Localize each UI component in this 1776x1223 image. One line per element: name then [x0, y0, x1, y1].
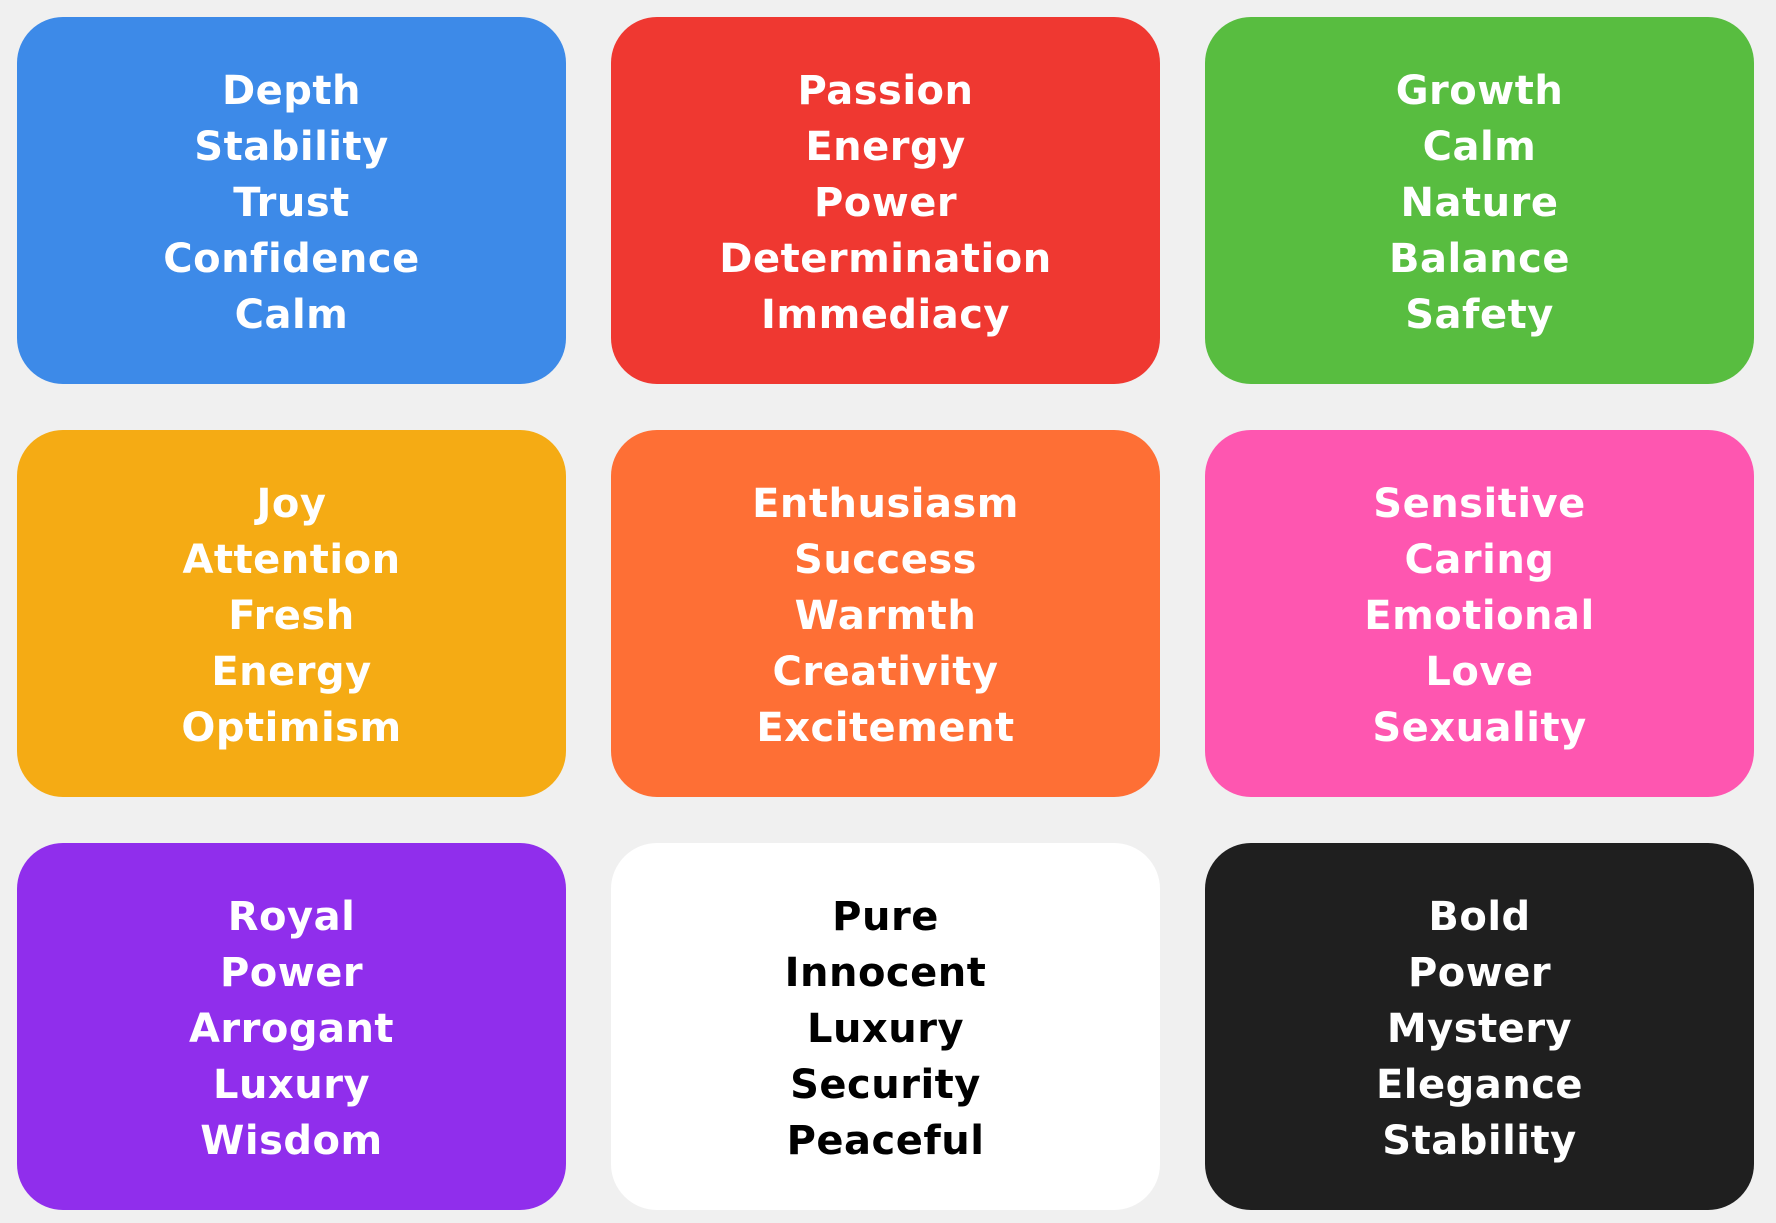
card-word: Stability: [1382, 1118, 1577, 1164]
card-word: Creativity: [772, 649, 999, 695]
card-word: Royal: [227, 894, 356, 940]
card-word: Bold: [1428, 894, 1531, 940]
card-word: Passion: [797, 68, 974, 114]
card-word: Power: [813, 180, 958, 226]
card-word: Love: [1425, 649, 1534, 695]
card-word: Calm: [234, 292, 349, 338]
card-word: Innocent: [784, 950, 987, 996]
card-white: Pure Innocent Luxury Security Peaceful: [611, 843, 1160, 1210]
card-yellow: Joy Attention Fresh Energy Optimism: [17, 430, 566, 797]
card-word: Safety: [1405, 292, 1554, 338]
card-word: Success: [794, 537, 977, 583]
card-word: Pure: [832, 894, 939, 940]
card-word: Caring: [1404, 537, 1555, 583]
card-word: Sexuality: [1372, 705, 1587, 751]
card-word: Enthusiasm: [752, 481, 1019, 527]
card-word: Fresh: [228, 593, 355, 639]
card-word: Luxury: [806, 1006, 965, 1052]
card-word: Power: [219, 950, 364, 996]
card-word: Security: [790, 1062, 981, 1108]
card-word: Growth: [1395, 68, 1564, 114]
card-pink: Sensitive Caring Emotional Love Sexualit…: [1205, 430, 1754, 797]
card-word: Mystery: [1386, 1006, 1573, 1052]
card-word: Elegance: [1375, 1062, 1584, 1108]
card-word: Stability: [194, 124, 389, 170]
card-word: Emotional: [1364, 593, 1595, 639]
card-word: Power: [1407, 950, 1552, 996]
card-word: Arrogant: [188, 1006, 395, 1052]
card-black: Bold Power Mystery Elegance Stability: [1205, 843, 1754, 1210]
card-word: Peaceful: [786, 1118, 985, 1164]
card-word: Optimism: [181, 705, 402, 751]
card-word: Immediacy: [761, 292, 1010, 338]
card-word: Depth: [221, 68, 362, 114]
card-blue: Depth Stability Trust Confidence Calm: [17, 17, 566, 384]
card-word: Luxury: [212, 1062, 371, 1108]
card-word: Warmth: [794, 593, 977, 639]
card-word: Energy: [211, 649, 372, 695]
card-word: Trust: [233, 180, 350, 226]
card-word: Calm: [1422, 124, 1537, 170]
card-word: Determination: [719, 236, 1052, 282]
card-word: Balance: [1389, 236, 1570, 282]
card-red: Passion Energy Power Determination Immed…: [611, 17, 1160, 384]
card-green: Growth Calm Nature Balance Safety: [1205, 17, 1754, 384]
card-purple: Royal Power Arrogant Luxury Wisdom: [17, 843, 566, 1210]
color-meaning-grid: Depth Stability Trust Confidence Calm Pa…: [17, 17, 1754, 1210]
card-word: Energy: [805, 124, 966, 170]
card-word: Excitement: [756, 705, 1015, 751]
card-word: Sensitive: [1373, 481, 1586, 527]
card-word: Wisdom: [200, 1118, 383, 1164]
card-word: Joy: [256, 481, 327, 527]
card-word: Attention: [182, 537, 401, 583]
card-word: Confidence: [163, 236, 420, 282]
card-word: Nature: [1400, 180, 1559, 226]
card-orange: Enthusiasm Success Warmth Creativity Exc…: [611, 430, 1160, 797]
